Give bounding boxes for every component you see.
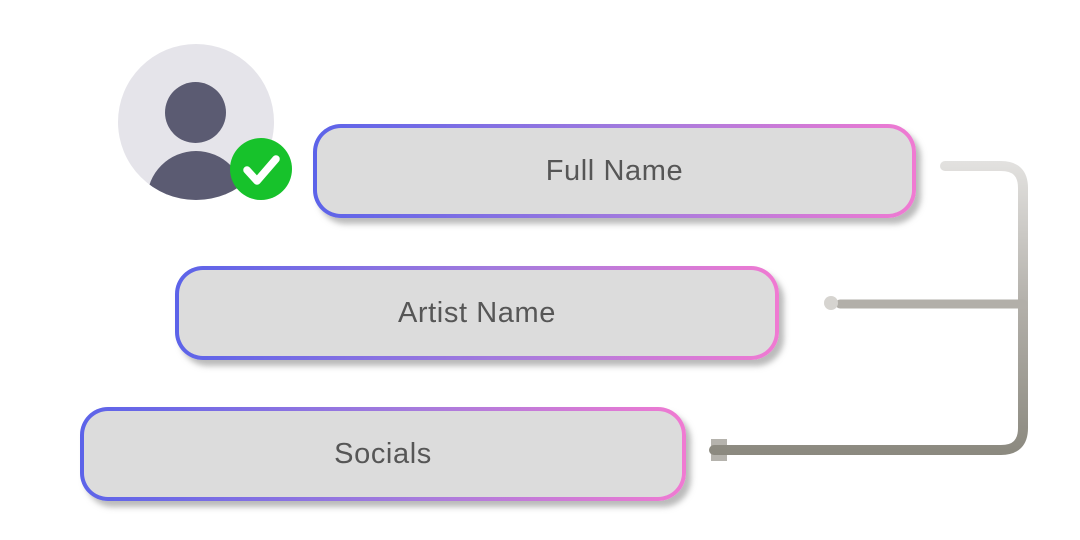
avatar-background bbox=[118, 44, 274, 200]
full-name-label: Full Name bbox=[545, 154, 684, 187]
artist-name-field[interactable]: Artist Name bbox=[175, 266, 779, 360]
verified-badge bbox=[230, 138, 292, 200]
artist-name-label: Artist Name bbox=[397, 296, 557, 329]
avatar-person-head bbox=[165, 82, 226, 143]
artist-connector-endpoint-dot bbox=[824, 296, 838, 310]
full-name-field[interactable]: Full Name bbox=[313, 124, 916, 218]
profile-avatar[interactable] bbox=[118, 44, 292, 200]
socials-field[interactable]: Socials bbox=[80, 407, 686, 501]
socials-label: Socials bbox=[334, 437, 432, 470]
check-icon bbox=[243, 155, 280, 185]
